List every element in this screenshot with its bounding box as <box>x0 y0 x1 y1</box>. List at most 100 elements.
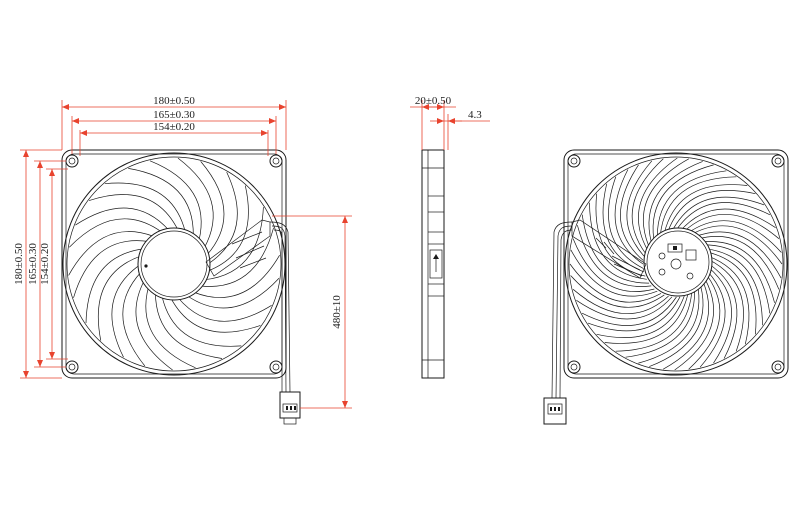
front-fan-blades <box>68 157 280 371</box>
fan-blade <box>577 225 652 287</box>
dim-width-inner: 154±0.20 <box>153 121 195 133</box>
fan-blade-edge <box>620 164 644 261</box>
rear-mount-hole-tl <box>567 154 581 168</box>
fan-blade <box>587 296 681 332</box>
fan-blade <box>589 202 647 280</box>
fan-blade-edge <box>608 176 644 269</box>
fan-blade <box>69 218 163 248</box>
dim-height-inner: 154±0.20 <box>39 243 51 285</box>
fan-blade-edge <box>572 289 669 315</box>
fan-blade <box>648 161 703 243</box>
fan-blade <box>128 168 194 237</box>
fan-blade <box>626 160 653 257</box>
fan-blade-edge <box>652 164 714 240</box>
front-view <box>61 149 301 425</box>
fan-blade <box>707 255 750 345</box>
fan-blade-edge <box>697 236 780 290</box>
fan-blade-edge <box>111 264 141 358</box>
rear-mount-hole-bl <box>567 360 581 374</box>
fan-blade <box>656 170 727 237</box>
fan-blade-edge <box>572 238 655 292</box>
fan-blade-edge <box>642 158 689 246</box>
fan-blade-edge <box>615 292 693 352</box>
rear-label-window <box>667 243 683 253</box>
fan-blade-edge <box>155 292 223 359</box>
dim-thickness: 20±0.50 <box>415 95 452 107</box>
fan-blade <box>694 231 782 279</box>
side-airflow-arrow-icon <box>429 249 443 279</box>
front-frame <box>61 149 287 379</box>
fan-blade-edge <box>581 296 677 326</box>
dim-flange: 4.3 <box>468 109 482 121</box>
fan-blade <box>177 157 214 249</box>
fan-blade <box>708 263 738 359</box>
front-hub-dot <box>144 264 148 268</box>
front-cable <box>269 221 291 393</box>
fan-blade-edge <box>690 225 783 265</box>
fan-blade-edge <box>708 267 732 364</box>
rear-cable <box>551 221 573 399</box>
rear-fan-blades <box>569 157 783 371</box>
fan-blade <box>705 248 763 326</box>
fan-blade-edge <box>186 277 280 309</box>
rear-fan-opening <box>564 152 788 376</box>
fan-blade-edge <box>688 275 721 370</box>
fan-blade-edge <box>708 259 744 352</box>
dim-height-overall: 180±0.50 <box>13 243 25 285</box>
fan-blade <box>207 171 238 265</box>
fan-blade-edge <box>170 297 261 333</box>
fan-blade <box>193 255 280 298</box>
fan-blade <box>122 271 146 367</box>
fan-blade-edge <box>683 213 780 239</box>
front-mount-hole-bl <box>65 360 79 374</box>
rear-mount-hole-tr <box>771 154 785 168</box>
fan-blade-edge <box>200 161 225 256</box>
side-view <box>421 149 445 379</box>
fan-blade-edge <box>702 244 771 314</box>
fan-blade-edge <box>663 282 710 370</box>
fan-blade <box>570 275 665 308</box>
fan-blade-edge <box>149 160 202 241</box>
fan-blade-edge <box>207 185 249 272</box>
fan-blade-edge <box>638 288 700 364</box>
front-fan-opening-inner <box>66 156 282 372</box>
fan-blade-edge <box>659 176 737 236</box>
fan-blade-edge <box>75 207 170 231</box>
fan-blade-edge <box>68 231 155 276</box>
fan-blade <box>204 207 264 281</box>
rear-hub-center <box>670 258 682 270</box>
fan-blade <box>687 220 782 253</box>
dim-height-hole-spacing: 165±0.30 <box>27 243 39 285</box>
fan-blade-edge <box>85 248 144 324</box>
dim-cable-length: 480±10 <box>331 295 343 329</box>
fan-blade <box>625 291 696 358</box>
fan-blade <box>97 255 142 341</box>
dim-width-overall: 180±0.50 <box>153 95 195 107</box>
fan-blade <box>145 286 196 369</box>
fan-blade-edge <box>631 158 664 253</box>
fan-blade <box>88 194 179 231</box>
fan-blade <box>161 295 242 347</box>
fan-blade-edge <box>581 214 650 284</box>
fan-blade-edge <box>596 295 685 338</box>
fan-blade <box>604 294 689 344</box>
fan-blade <box>649 285 704 367</box>
fan-blade <box>700 241 775 303</box>
fan-blade <box>576 296 673 320</box>
fan-blade <box>671 196 765 232</box>
rear-mount-hole-br <box>771 360 785 374</box>
front-mount-hole-tl <box>65 154 79 168</box>
front-mount-hole-br <box>269 360 283 374</box>
side-body <box>421 149 445 379</box>
fan-blade <box>638 157 678 249</box>
fan-blade <box>674 279 714 371</box>
rear-connector <box>543 397 567 425</box>
front-dimensions: 180±0.50 165±0.30 154±0.20 180±0.50 165±… <box>13 95 352 409</box>
rear-frame <box>563 149 789 379</box>
fan-blade <box>679 208 776 232</box>
fan-blade <box>177 297 272 322</box>
dim-width-hole-spacing: 165±0.30 <box>153 109 195 121</box>
rear-hub <box>643 227 713 297</box>
fan-blade-edge <box>199 227 274 287</box>
